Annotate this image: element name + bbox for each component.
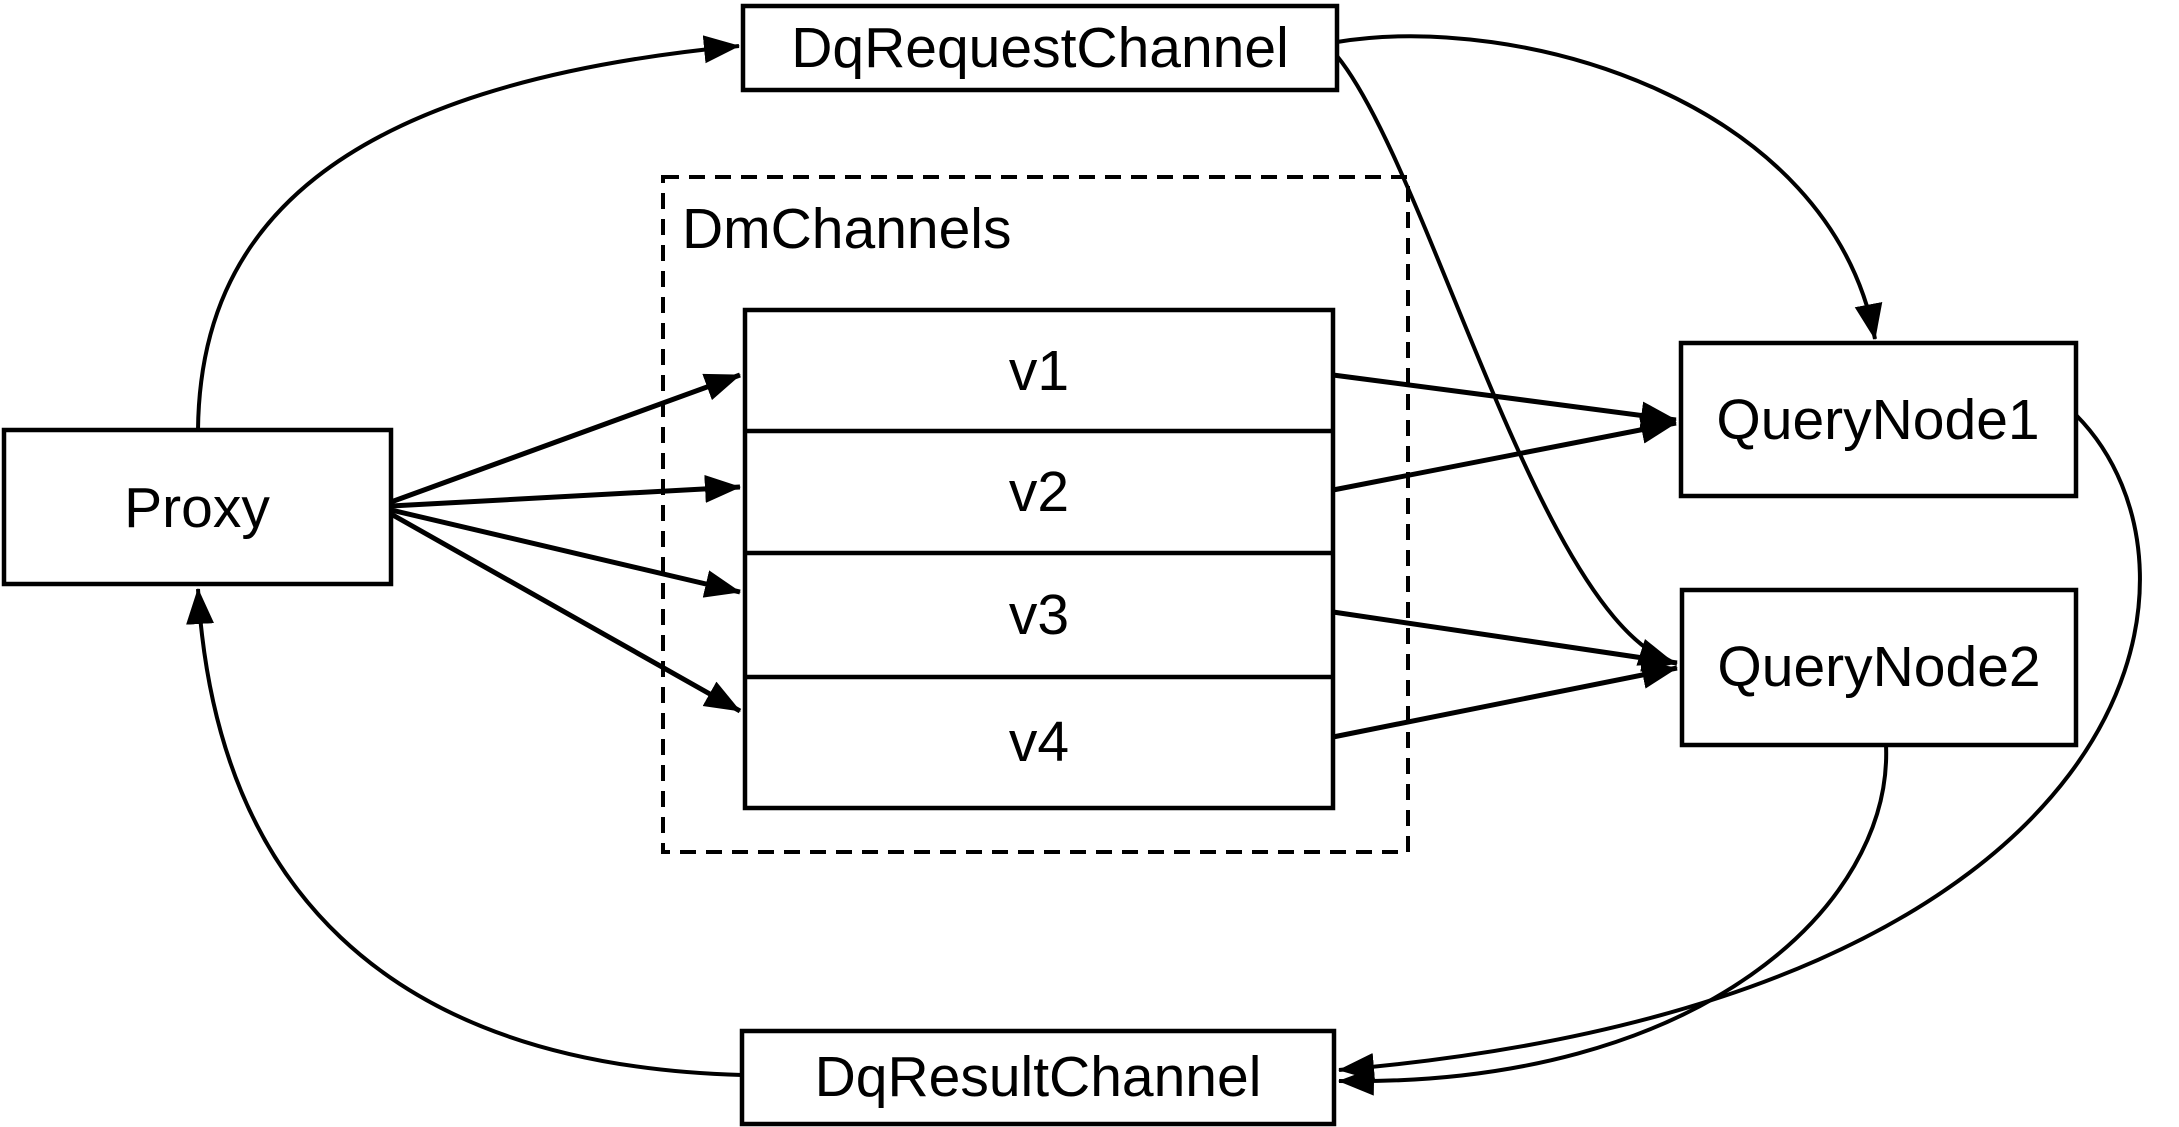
node-querynode2 xyxy=(1679,587,2079,748)
edge-dqrequestchannel-to-querynode2 xyxy=(1335,54,1675,666)
edge-querynode1-to-dqresultchannel xyxy=(1338,413,2142,1081)
edge-v3-to-querynode2 xyxy=(1332,609,1678,672)
node-dqresultchannel-label: DqResultChannel xyxy=(815,1045,1262,1109)
node-querynode1-label: QueryNode1 xyxy=(1716,388,2039,452)
edge-dqresultchannel-to-proxy xyxy=(186,588,743,1077)
edge-v4-to-querynode2 xyxy=(1332,661,1678,740)
node-querynode1 xyxy=(1678,340,2079,499)
edge-querynode2-to-dqresultchannel xyxy=(1338,744,1889,1096)
node-proxy xyxy=(1,427,394,587)
edge-proxy-to-v3 xyxy=(390,507,741,598)
dmchannels-group-box xyxy=(661,175,1410,854)
node-proxy-label: Proxy xyxy=(124,476,270,540)
node-dqresultchannel xyxy=(739,1028,1337,1127)
edge-proxy-to-v4 xyxy=(389,511,742,714)
channel-row-v2: v2 xyxy=(1009,460,1069,524)
dmchannels-table xyxy=(742,307,1336,811)
edge-v2-to-querynode1 xyxy=(1332,415,1677,493)
edge-proxy-to-v1 xyxy=(390,372,741,505)
edge-proxy-to-v2 xyxy=(390,474,741,509)
edge-v1-to-querynode1 xyxy=(1332,372,1677,430)
node-dqrequestchannel xyxy=(740,3,1340,93)
edge-dqrequestchannel-to-querynode1 xyxy=(1336,34,1883,340)
edge-proxy-to-dqrequestchannel xyxy=(196,35,740,431)
channel-row-v3: v3 xyxy=(1009,583,1069,647)
node-querynode2-label: QueryNode2 xyxy=(1717,635,2040,699)
dmchannels-label: DmChannels xyxy=(682,197,1011,261)
node-dqrequestchannel-label: DqRequestChannel xyxy=(791,16,1289,80)
channel-row-v4: v4 xyxy=(1009,710,1069,774)
channel-row-v1: v1 xyxy=(1009,339,1069,403)
